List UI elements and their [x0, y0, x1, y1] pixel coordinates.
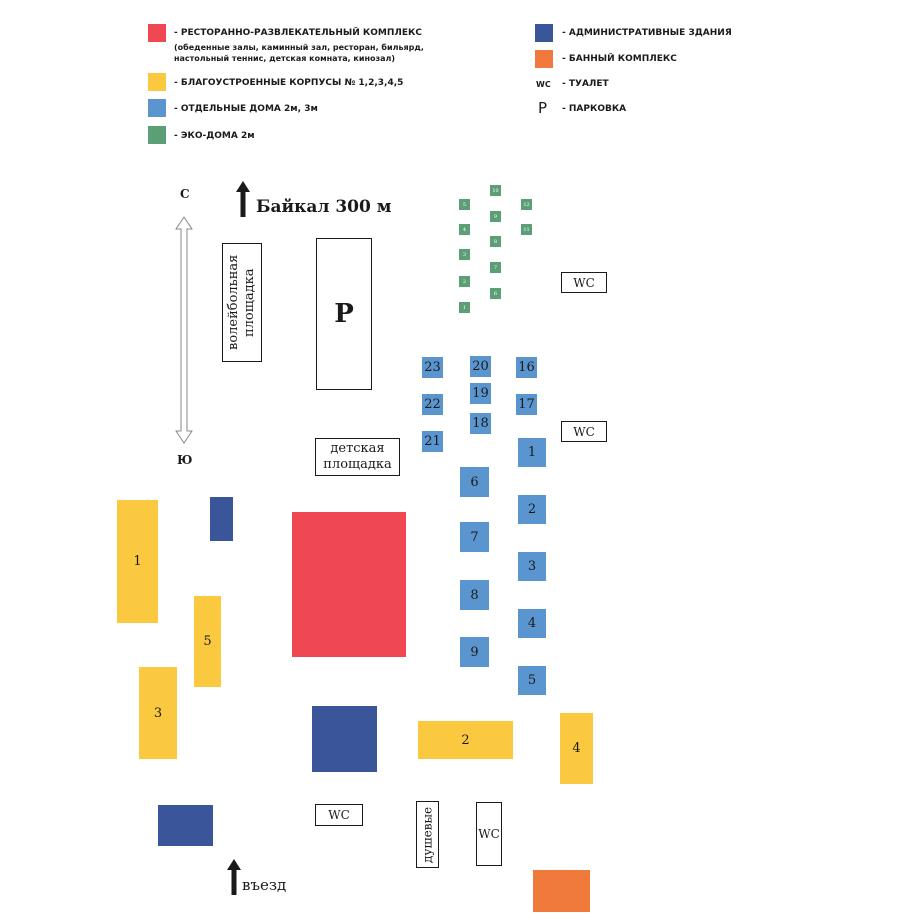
legend-parking-label: - ПАРКОВКА	[562, 104, 627, 114]
legend-houses-label: - ОТДЕЛЬНЫЕ ДОМА 2м, 3м	[174, 104, 318, 114]
house: 9	[460, 637, 489, 667]
eco-house: 10	[490, 185, 501, 196]
eco-house: 9	[490, 211, 501, 222]
playground: детская площадка	[315, 438, 400, 476]
house: 1	[518, 438, 546, 467]
parking-area: P	[316, 238, 372, 390]
house: 8	[460, 580, 489, 610]
entrance-label: въезд	[242, 876, 287, 894]
legend-parking-symbol: P	[538, 99, 548, 117]
legend-admin-label: - АДМИНИСТРАТИВНЫЕ ЗДАНИЯ	[562, 28, 732, 38]
eco-house: 1	[459, 302, 470, 313]
house: 5	[518, 666, 546, 695]
baikal-label: Байкал 300 м	[256, 197, 392, 217]
house: 21	[422, 431, 443, 452]
legend-bath-swatch	[535, 50, 553, 68]
legend-restaurant-swatch	[148, 24, 166, 42]
house: 16	[516, 357, 537, 378]
corpus-5: 5	[194, 596, 221, 687]
eco-house: 11	[521, 224, 532, 235]
house: 20	[470, 356, 491, 377]
legend-corpus-label: - БЛАГОУСТРОЕННЫЕ КОРПУСЫ № 1,2,3,4,5	[174, 78, 404, 88]
house: 2	[518, 495, 546, 524]
legend-bath-label: - БАННЫЙ КОМПЛЕКС	[562, 54, 677, 64]
eco-house: 7	[490, 262, 501, 273]
legend-houses-swatch	[148, 99, 166, 117]
admin-building	[158, 805, 213, 846]
house: 4	[518, 609, 546, 638]
compass-south-label: Ю	[177, 453, 193, 467]
wc-building: WC	[561, 421, 607, 442]
legend-wc-label: - ТУАЛЕТ	[562, 79, 609, 89]
admin-building	[210, 497, 233, 541]
playground-label-2: площадка	[323, 457, 392, 472]
eco-house: 12	[521, 199, 532, 210]
house: 23	[422, 357, 443, 378]
legend-restaurant-detail-2: настольный теннис, детская комната, кино…	[174, 54, 396, 63]
house: 17	[516, 394, 537, 415]
legend-eco-label: - ЭКО-ДОМА 2м	[174, 131, 255, 141]
legend-restaurant-label: - РЕСТОРАННО-РАЗВЛЕКАТЕЛЬНЫЙ КОМПЛЕКС	[174, 28, 423, 38]
admin-building	[312, 706, 377, 772]
compass-arrow-icon	[175, 216, 193, 444]
house: 6	[460, 467, 489, 497]
up-arrow-icon	[227, 859, 241, 895]
eco-house: 8	[490, 236, 501, 247]
house: 22	[422, 394, 443, 415]
corpus-1: 1	[117, 500, 158, 623]
up-arrow-icon	[236, 181, 250, 217]
house: 18	[470, 413, 491, 434]
wc-building: WC	[315, 804, 363, 826]
legend-eco-swatch	[148, 126, 166, 144]
bath-complex	[533, 870, 590, 912]
compass-north-label: С	[180, 187, 190, 201]
eco-house: 2	[459, 276, 470, 287]
legend-corpus-swatch	[148, 73, 166, 91]
eco-house: 4	[459, 224, 470, 235]
house: 19	[470, 383, 491, 404]
house: 7	[460, 522, 489, 552]
corpus-4: 4	[560, 713, 593, 784]
legend-restaurant-detail-1: (обеденные залы, каминный зал, ресторан,…	[174, 43, 424, 52]
corpus-3: 3	[139, 667, 177, 759]
eco-house: 5	[459, 199, 470, 210]
eco-house: 6	[490, 288, 501, 299]
corpus-2: 2	[418, 721, 513, 759]
playground-label-1: детская	[330, 441, 385, 456]
eco-house: 3	[459, 249, 470, 260]
wc-building: WC	[561, 272, 607, 293]
restaurant-complex	[292, 512, 406, 657]
legend-wc-symbol: WC	[536, 80, 551, 89]
showers: душевые	[416, 801, 439, 868]
volleyball-court: волейбольная площадка	[222, 243, 262, 362]
house: 3	[518, 552, 546, 581]
legend-admin-swatch	[535, 24, 553, 42]
wc-building: WC	[476, 802, 502, 866]
